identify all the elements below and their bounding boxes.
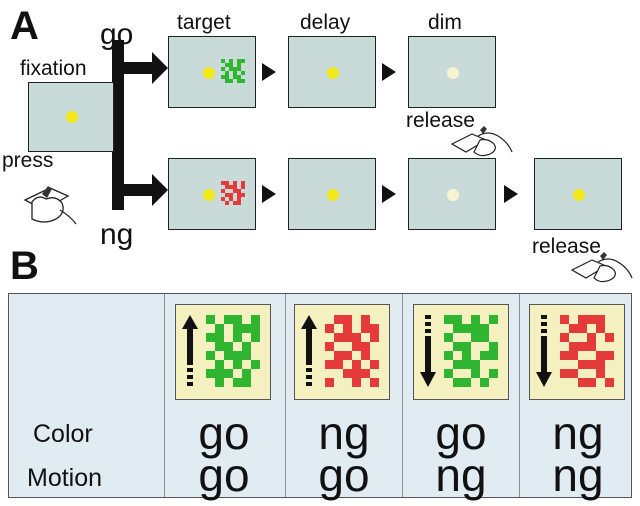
stimulus-2	[294, 304, 390, 400]
arrowhead-1	[262, 63, 276, 81]
release-label-ng: release	[532, 235, 601, 258]
arrowhead-5	[504, 185, 518, 203]
ng-release-dot	[573, 189, 585, 201]
ng-dim-screen	[408, 158, 496, 230]
press-hand-icon	[23, 186, 77, 225]
fixation-dot	[66, 111, 78, 123]
stimulus-4	[529, 304, 625, 400]
fixation-label: fixation	[20, 57, 87, 80]
panel-b-letter: B	[10, 244, 39, 288]
ng-delay-screen	[288, 158, 376, 230]
color-rule-2: ng	[318, 407, 370, 459]
arrowhead-3	[262, 185, 276, 203]
green-grid	[444, 315, 498, 387]
color-rule-4: ng	[552, 407, 604, 459]
press-label: press	[2, 149, 54, 172]
column-divider	[402, 294, 403, 497]
ng-label: ng	[100, 218, 134, 251]
row-label-color: Color	[33, 420, 93, 448]
row-label-motion: Motion	[27, 464, 103, 492]
go-label: go	[100, 18, 134, 51]
arrow-up-icon	[301, 315, 317, 386]
go-delay-dot	[327, 67, 339, 79]
motion-rule-3: ng	[435, 449, 487, 501]
dim-label: dim	[428, 11, 462, 34]
condition-table: Color Motion go go	[8, 293, 632, 498]
red-grid	[560, 315, 614, 387]
column-divider	[164, 294, 165, 497]
color-rule-3: go	[435, 407, 487, 459]
green-grid	[206, 315, 260, 387]
stimulus-3	[413, 304, 509, 400]
ng-target-patch	[221, 181, 245, 205]
ng-delay-dot	[327, 189, 339, 201]
arrow-up-icon	[182, 315, 198, 386]
arrow-down-icon	[420, 315, 436, 387]
motion-rule-4: ng	[552, 449, 604, 501]
go-target-screen	[168, 36, 256, 108]
target-label: target	[177, 11, 231, 34]
release-hand-icon-ng	[570, 252, 633, 283]
arrowhead-2	[382, 63, 396, 81]
ng-target-screen	[168, 158, 256, 230]
fixation-screen	[28, 82, 114, 152]
ng-target-dot	[203, 189, 215, 201]
ng-release-screen	[534, 158, 622, 230]
column-divider	[519, 294, 520, 497]
go-dim-dot	[447, 67, 459, 79]
arrow-down-icon	[536, 315, 552, 387]
release-hand-icon-go	[450, 126, 513, 157]
branch-arrow	[112, 40, 168, 210]
motion-rule-2: go	[318, 449, 370, 501]
red-grid	[325, 315, 379, 387]
column-divider	[285, 294, 286, 497]
delay-label: delay	[300, 11, 351, 34]
motion-rule-1: go	[198, 449, 250, 501]
ng-dim-dot	[447, 189, 459, 201]
color-rule-1: go	[198, 407, 250, 459]
release-label-go: release	[406, 109, 475, 132]
arrowhead-4	[382, 185, 396, 203]
stimulus-1	[175, 304, 271, 400]
go-target-patch	[221, 59, 245, 83]
go-delay-screen	[288, 36, 376, 108]
go-dim-screen	[408, 36, 496, 108]
go-target-dot	[203, 67, 215, 79]
panel-a-letter: A	[10, 4, 39, 48]
